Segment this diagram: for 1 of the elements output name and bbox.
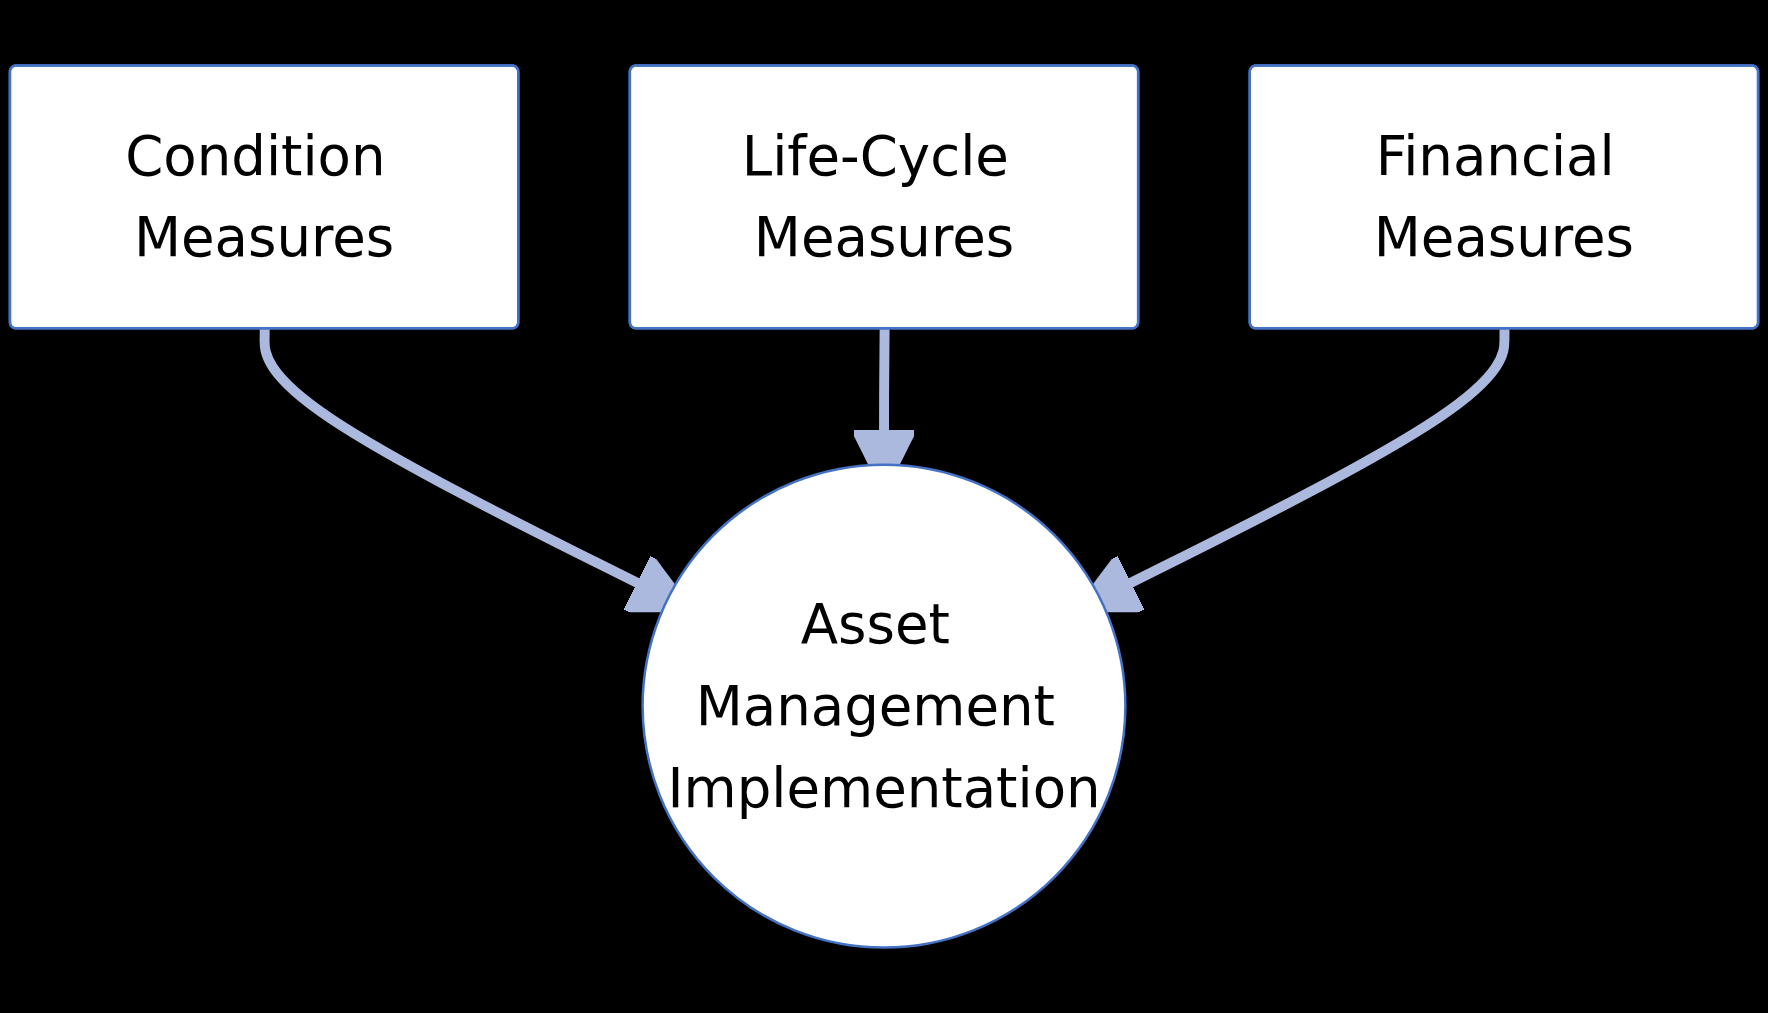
node-circle: Asset Management Implementation (641, 463, 1127, 949)
